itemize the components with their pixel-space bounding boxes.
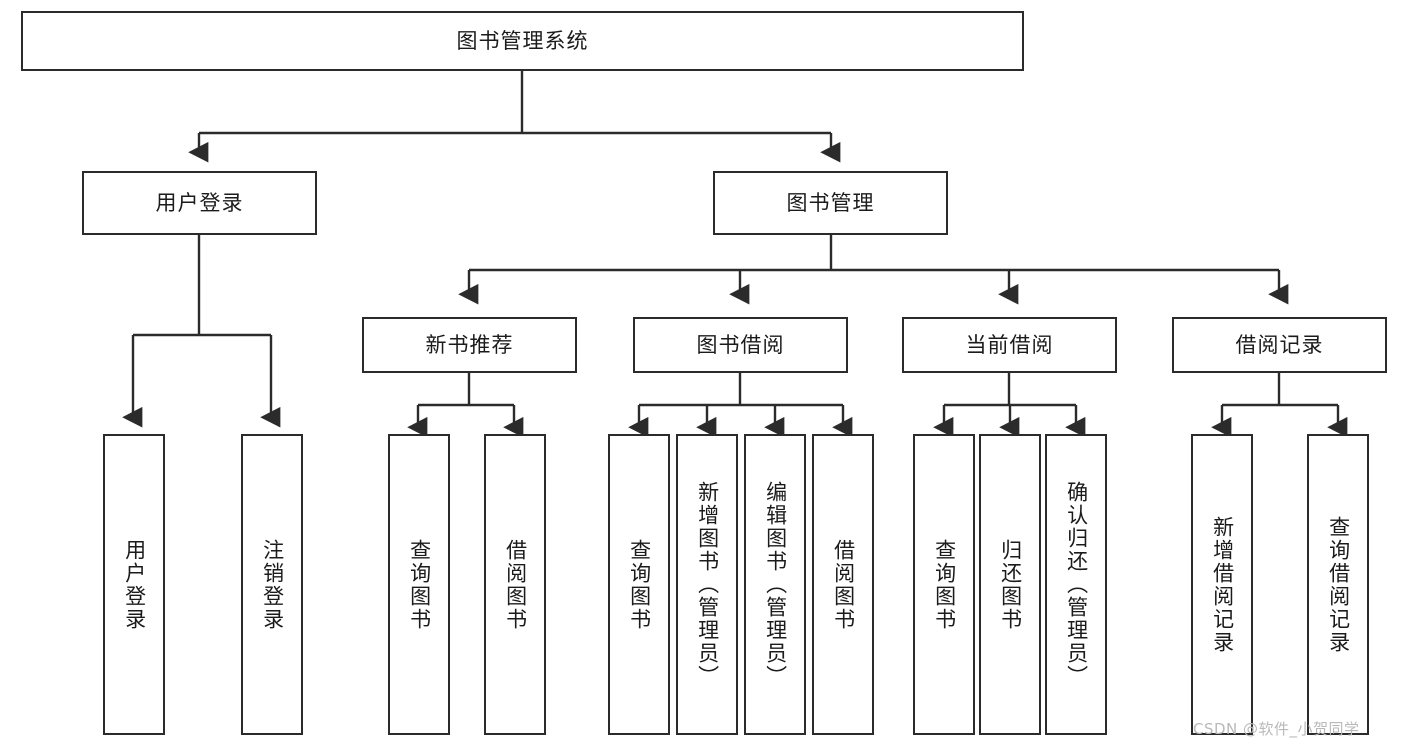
node-leaf-add-book[interactable]: 新增图书（管理员） (676, 434, 738, 735)
node-leaf-logout[interactable]: 注销登录 (241, 434, 303, 735)
node-leaf-borrow-book-2[interactable]: 借阅图书 (812, 434, 874, 735)
node-leaf-confirm-return[interactable]: 确认归还（管理员） (1045, 434, 1107, 735)
node-new-book-recommend[interactable]: 新书推荐 (362, 317, 577, 373)
node-current-borrow-label: 当前借阅 (965, 332, 1054, 357)
node-leaf-query-record-label: 查询借阅记录 (1326, 515, 1351, 654)
node-book-manage-label: 图书管理 (786, 190, 875, 215)
node-leaf-add-record[interactable]: 新增借阅记录 (1191, 434, 1253, 735)
node-leaf-edit-book-label: 编辑图书（管理员） (763, 481, 788, 688)
node-leaf-query-book-3-label: 查询图书 (932, 538, 957, 631)
node-leaf-edit-book[interactable]: 编辑图书（管理员） (744, 434, 806, 735)
node-leaf-query-book-3[interactable]: 查询图书 (913, 434, 975, 735)
node-root[interactable]: 图书管理系统 (21, 11, 1024, 71)
node-leaf-user-login-label: 用户登录 (122, 538, 147, 631)
node-leaf-query-book-2[interactable]: 查询图书 (608, 434, 670, 735)
node-user-login-label: 用户登录 (155, 190, 244, 215)
node-book-borrow-label: 图书借阅 (696, 332, 785, 357)
node-leaf-add-book-label: 新增图书（管理员） (695, 481, 720, 688)
node-leaf-query-book-1-label: 查询图书 (407, 538, 432, 631)
node-leaf-return-book[interactable]: 归还图书 (979, 434, 1041, 735)
node-leaf-return-book-label: 归还图书 (998, 538, 1023, 631)
node-leaf-borrow-book-2-label: 借阅图书 (831, 538, 856, 631)
node-leaf-add-record-label: 新增借阅记录 (1210, 515, 1235, 654)
node-leaf-borrow-book-1[interactable]: 借阅图书 (484, 434, 546, 735)
watermark-text: CSDN @软件_小贺同学 (1193, 720, 1360, 738)
node-leaf-query-book-1[interactable]: 查询图书 (388, 434, 450, 735)
node-user-login[interactable]: 用户登录 (82, 171, 317, 235)
node-book-manage[interactable]: 图书管理 (713, 171, 948, 235)
node-current-borrow[interactable]: 当前借阅 (902, 317, 1117, 373)
node-root-label: 图书管理系统 (456, 28, 589, 53)
node-new-book-recommend-label: 新书推荐 (425, 332, 514, 357)
node-leaf-query-record[interactable]: 查询借阅记录 (1307, 434, 1369, 735)
node-leaf-query-book-2-label: 查询图书 (627, 538, 652, 631)
node-book-borrow[interactable]: 图书借阅 (633, 317, 848, 373)
node-borrow-record-label: 借阅记录 (1235, 332, 1324, 357)
node-leaf-logout-label: 注销登录 (260, 538, 285, 631)
node-borrow-record[interactable]: 借阅记录 (1172, 317, 1387, 373)
node-leaf-borrow-book-1-label: 借阅图书 (503, 538, 528, 631)
node-leaf-confirm-return-label: 确认归还（管理员） (1064, 481, 1089, 688)
node-leaf-user-login[interactable]: 用户登录 (103, 434, 165, 735)
